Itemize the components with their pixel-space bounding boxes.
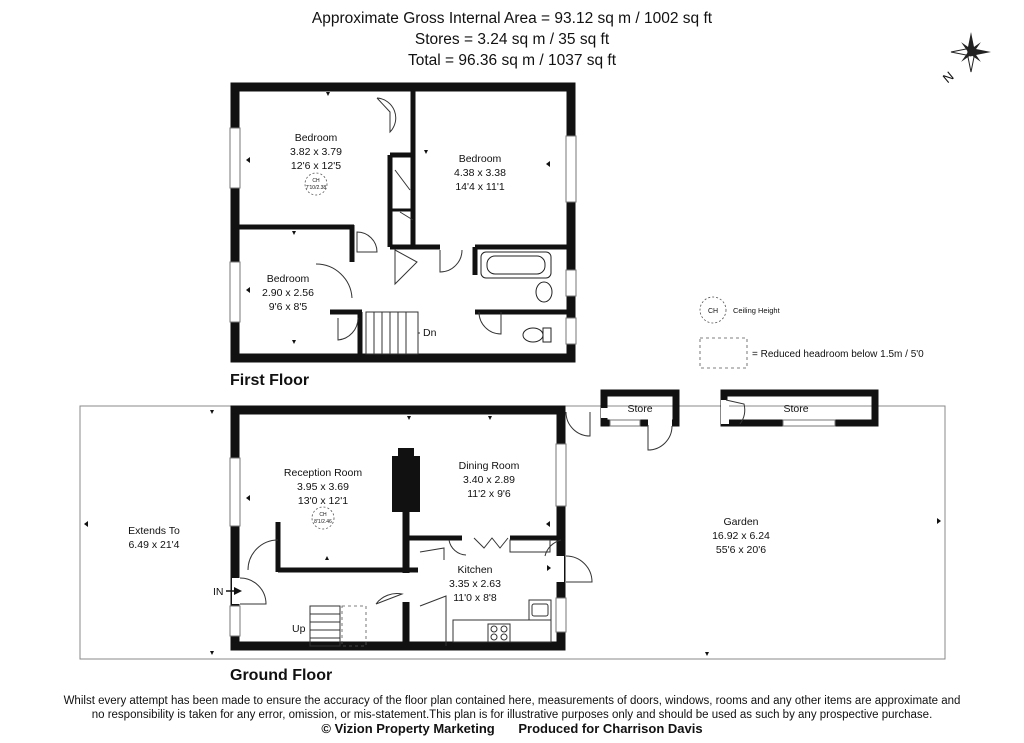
dining-room-imperial: 11'2 x 9'6: [467, 488, 511, 500]
produced-for-text: Produced for Charrison Davis: [518, 721, 703, 736]
ground-floor-plan: Up IN Reception Room 3.95 x 3.69 1: [213, 405, 593, 651]
disclaimer-line-2: no responsibility is taken for any error…: [91, 709, 933, 721]
kitchen-name: Kitchen: [457, 564, 492, 576]
kitchen-worktop: [509, 539, 551, 553]
bedroom-1-ch-label: CH: [312, 178, 320, 184]
store-1: [565, 389, 680, 451]
compass-north-label: N: [940, 68, 957, 86]
garden-name: Garden: [723, 516, 758, 528]
kitchen-metric: 3.35 x 2.63: [449, 578, 501, 590]
reduced-headroom-area: [341, 605, 367, 647]
gross-area-text: Approximate Gross Internal Area = 93.12 …: [311, 10, 713, 27]
ground-floor-outer-wall: [230, 405, 566, 651]
toilet-cistern: [542, 327, 552, 343]
first-floor-plan: Dn Bedroom 3.82 x 3.79 12'6 x 12'5 CH: [229, 82, 577, 363]
window: [229, 605, 241, 637]
ceiling-height-marker: [304, 172, 328, 196]
sink-icon: [528, 599, 552, 621]
window: [229, 457, 241, 527]
legend-ceiling-height: Ceiling Height: [733, 306, 781, 315]
reception-room-name: Reception Room: [284, 467, 362, 479]
dining-room-name: Dining Room: [459, 460, 520, 472]
credits: © Vizion Property Marketing Produced for…: [0, 721, 1024, 736]
legend-ch-symbol: [699, 296, 727, 324]
bedroom-1-name: Bedroom: [295, 132, 338, 144]
entrance-arrow-icon: [234, 587, 242, 595]
store-2: [720, 389, 879, 427]
stairs-up-label: Up: [292, 623, 306, 635]
window: [565, 317, 577, 345]
store-1-label: Store: [627, 403, 652, 415]
reception-room-metric: 3.95 x 3.69: [297, 481, 349, 493]
bedroom-1-metric: 3.82 x 3.79: [290, 146, 342, 158]
window: [229, 261, 241, 323]
compass-icon: [950, 32, 991, 73]
radiator-markers: [246, 416, 551, 571]
legend-reduced-headroom-box: [699, 337, 748, 369]
disclaimer-line-1: Whilst every attempt has been made to en…: [63, 695, 961, 707]
window: [555, 443, 567, 507]
entrance-label: IN: [213, 586, 224, 598]
legend-ch-text: CH: [708, 308, 718, 315]
hob-icon: [487, 623, 511, 643]
ground-floor-title: Ground Floor: [230, 667, 332, 684]
bedroom-2-name: Bedroom: [459, 153, 502, 165]
garden-imperial: 55'6 x 20'6: [716, 544, 766, 556]
bathtub-inner: [486, 255, 546, 275]
legend-reduced-headroom: = Reduced headroom below 1.5m / 5'0: [752, 349, 924, 360]
bedroom-1-imperial: 12'6 x 12'5: [291, 160, 341, 172]
store-2-label: Store: [783, 403, 808, 415]
stairs-down-label: Dn: [423, 327, 437, 339]
first-floor-outer-wall: [230, 82, 576, 363]
garden-metric: 16.92 x 6.24: [712, 530, 770, 542]
bedroom-1-ch-value: 7'10/2.38: [306, 185, 327, 191]
bedroom-2-imperial: 14'4 x 11'1: [455, 181, 505, 193]
toilet-icon: [522, 327, 544, 343]
bedroom-2-metric: 4.38 x 3.38: [454, 167, 506, 179]
reception-ch-label: CH: [319, 512, 327, 518]
window: [565, 135, 577, 203]
first-floor-title: First Floor: [230, 372, 309, 389]
kitchen-imperial: 11'0 x 8'8: [453, 592, 497, 604]
total-area-text: Total = 96.36 sq m / 1037 sq ft: [407, 52, 617, 69]
bedroom-3-imperial: 9'6 x 8'5: [269, 301, 308, 313]
extends-metric: 6.49 x 21'4: [128, 539, 179, 551]
chimney-top: [398, 448, 414, 458]
copyright-text: © Vizion Property Marketing: [321, 721, 495, 736]
basin-icon: [535, 281, 553, 303]
dining-room-metric: 3.40 x 2.89: [463, 474, 515, 486]
stores-area-text: Stores = 3.24 sq m / 35 sq ft: [414, 31, 610, 48]
chimney-breast: [392, 456, 420, 512]
reception-room-imperial: 13'0 x 12'1: [298, 495, 348, 507]
bedroom-3-name: Bedroom: [267, 273, 310, 285]
side-door-gap: [556, 556, 564, 582]
bedroom-3-metric: 2.90 x 2.56: [262, 287, 314, 299]
reception-ch-value: 8'1/2.46: [314, 519, 332, 525]
ceiling-height-marker: [311, 506, 335, 530]
stairs-up: [309, 605, 341, 647]
window: [555, 597, 567, 633]
door-swing: [239, 537, 593, 646]
stairs-down: [365, 311, 420, 355]
extends-name: Extends To: [128, 525, 180, 537]
window: [565, 269, 577, 297]
door-swing: [315, 97, 502, 341]
boundary-markers: [84, 410, 941, 656]
window: [229, 127, 241, 189]
radiator-markers: [246, 92, 550, 344]
